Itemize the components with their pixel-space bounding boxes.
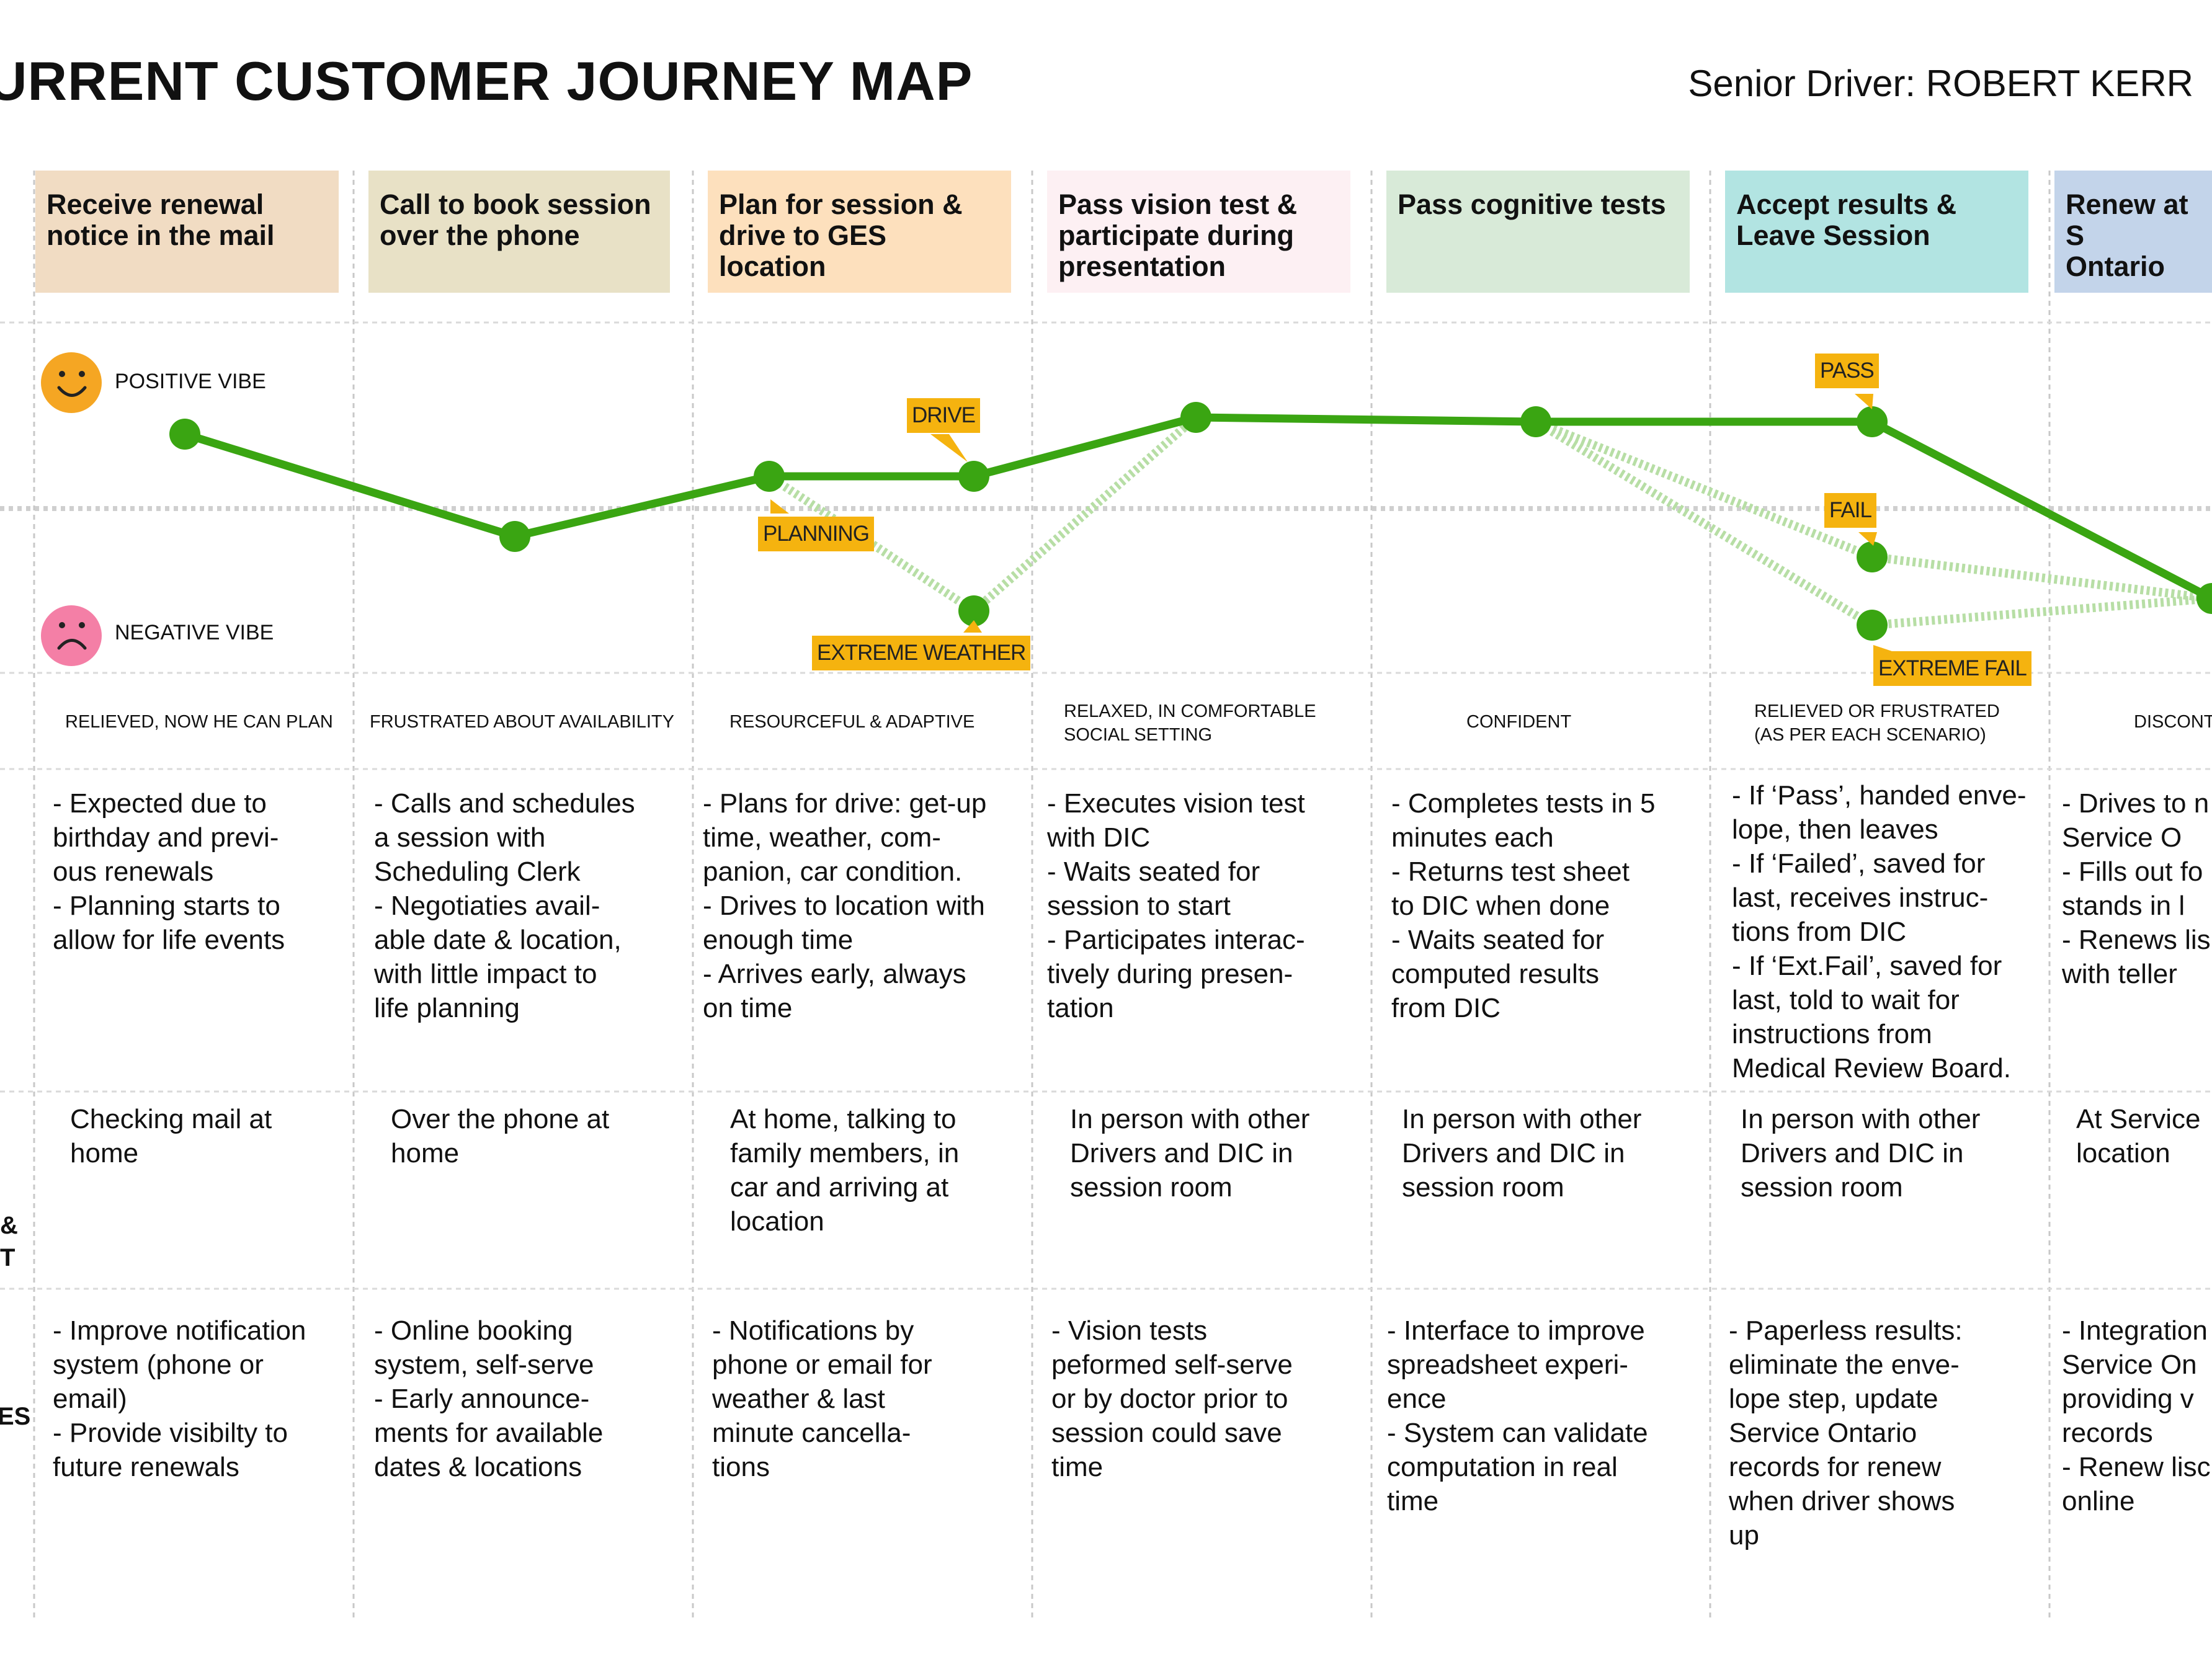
- touchpoint-cell: Checking mail at home: [70, 1104, 272, 1168]
- journey-point: [2196, 583, 2212, 614]
- stage-header: Call to book session over the phone: [368, 171, 670, 293]
- action-cell: - Drives to n Service O - Fills out fo s…: [2062, 788, 2211, 989]
- positive-vibe-label: POSITIVE VIBE: [115, 370, 266, 393]
- stage-header: Plan for session & drive to GES location: [708, 171, 1011, 293]
- alternate-paths: [767, 414, 2212, 630]
- journey-point: [1857, 406, 1888, 437]
- emotion-label: CONFIDENT: [1466, 712, 1572, 732]
- emotion-points: [169, 394, 2212, 651]
- alternate-path-line: [767, 414, 1199, 616]
- happy-face-eye: [59, 371, 65, 377]
- opportunity-cell: - Paperless results: eliminate the enve-…: [1729, 1315, 1963, 1550]
- journey-point: [169, 419, 200, 450]
- sad-face-eye: [59, 622, 65, 628]
- sad-face-icon: [41, 605, 102, 666]
- touchpoint-cell: In person with other Drivers and DIC in …: [1402, 1104, 1642, 1203]
- action-cell: - Executes vision test with DIC - Waits …: [1047, 788, 1305, 1023]
- flag-pointer: [930, 434, 968, 462]
- stage-header: Accept results & Leave Session: [1725, 171, 2028, 293]
- sad-face-eye: [79, 622, 85, 628]
- opportunity-cell: - Improve notification system (phone or …: [53, 1315, 306, 1482]
- journey-point: [958, 595, 989, 626]
- opportunity-cell: - Integration Service On providing v rec…: [2062, 1315, 2211, 1516]
- persona-label: Senior Driver: ROBERT KERR: [1688, 63, 2193, 104]
- action-cell: - Calls and schedules a session with Sch…: [374, 788, 635, 1023]
- journey-point: [1520, 406, 1551, 437]
- flag-pointer: [770, 499, 789, 514]
- flag-extreme-fail: EXTREME FAIL: [1873, 651, 2031, 686]
- main-journey-line: [184, 413, 2212, 602]
- flag-extreme-weather: EXTREME WEATHER: [812, 636, 1031, 670]
- flag-pointer: [1873, 645, 1892, 651]
- sad-face-mouth: [57, 639, 87, 650]
- emotion-label: RELAXED, IN COMFORTABLE SOCIAL SETTING: [1064, 701, 1316, 745]
- emotion-label: RELIEVED, NOW HE CAN PLAN: [65, 712, 333, 732]
- touchpoint-cell: In person with other Drivers and DIC in …: [1741, 1104, 1981, 1203]
- emotion-label: RELIEVED OR FRUSTRATED (AS PER EACH SCEN…: [1754, 701, 2000, 745]
- action-cell: - If ‘Pass’, handed enve- lope, then lea…: [1732, 780, 2027, 1083]
- opportunities-row-label: ES: [0, 1403, 31, 1430]
- emotion-label: FRUSTRATED ABOUT AVAILABILITY: [370, 712, 674, 732]
- flag-fail: FAIL: [1824, 493, 1876, 528]
- action-cell: - Plans for drive: get-up time, weather,…: [703, 788, 987, 1023]
- happy-face-icon: [41, 352, 102, 413]
- opportunity-cell: - Notifications by phone or email for we…: [712, 1315, 932, 1482]
- happy-face-eye: [79, 371, 85, 377]
- opportunity-cell: - Vision tests peformed self-serve or by…: [1051, 1315, 1293, 1482]
- touchpoint-cell: In person with other Drivers and DIC in …: [1070, 1104, 1310, 1203]
- journey-point: [958, 461, 989, 492]
- touchpoint-cell: Over the phone at home: [391, 1104, 610, 1168]
- journey-point: [1857, 541, 1888, 572]
- flag-pointer: [1858, 532, 1877, 546]
- stage-header: Renew at S Ontario: [2054, 171, 2212, 293]
- journey-point: [1857, 610, 1888, 641]
- emotion-label: DISCONT: [2134, 712, 2212, 732]
- action-cell: - Completes tests in 5 minutes each - Re…: [1391, 788, 1656, 1023]
- flag-pointer: [1855, 394, 1873, 409]
- stage-header: Receive renewal notice in the mail: [35, 171, 339, 293]
- touchpoint-row-label: & T: [0, 1212, 18, 1271]
- journey-point: [499, 521, 530, 552]
- opportunity-cell: - Interface to improve spreadsheet exper…: [1387, 1315, 1648, 1516]
- journey-point: [1180, 402, 1211, 433]
- negative-vibe-label: NEGATIVE VIBE: [115, 621, 274, 644]
- flag-pass: PASS: [1815, 354, 1879, 388]
- emotion-label: RESOURCEFUL & ADAPTIVE: [729, 712, 975, 732]
- flag-planning: PLANNING: [758, 517, 874, 551]
- stage-header: Pass cognitive tests: [1386, 171, 1690, 293]
- happy-face-mouth: [57, 386, 87, 397]
- flag-pointer: [963, 620, 982, 633]
- stage-header: Pass vision test & participate during pr…: [1047, 171, 1350, 293]
- opportunity-cell: - Online booking system, self-serve - Ea…: [374, 1315, 604, 1482]
- emotion-curve: [184, 413, 2212, 602]
- flag-drive: DRIVE: [907, 398, 980, 433]
- journey-point: [754, 461, 785, 492]
- touchpoint-cell: At home, talking to family members, in c…: [730, 1104, 960, 1237]
- touchpoint-cell: At Service location: [2076, 1104, 2201, 1168]
- action-cell: - Expected due to birthday and previ- ou…: [53, 788, 285, 955]
- vibe-faces: [41, 352, 102, 666]
- page-title: URRENT CUSTOMER JOURNEY MAP: [0, 50, 973, 112]
